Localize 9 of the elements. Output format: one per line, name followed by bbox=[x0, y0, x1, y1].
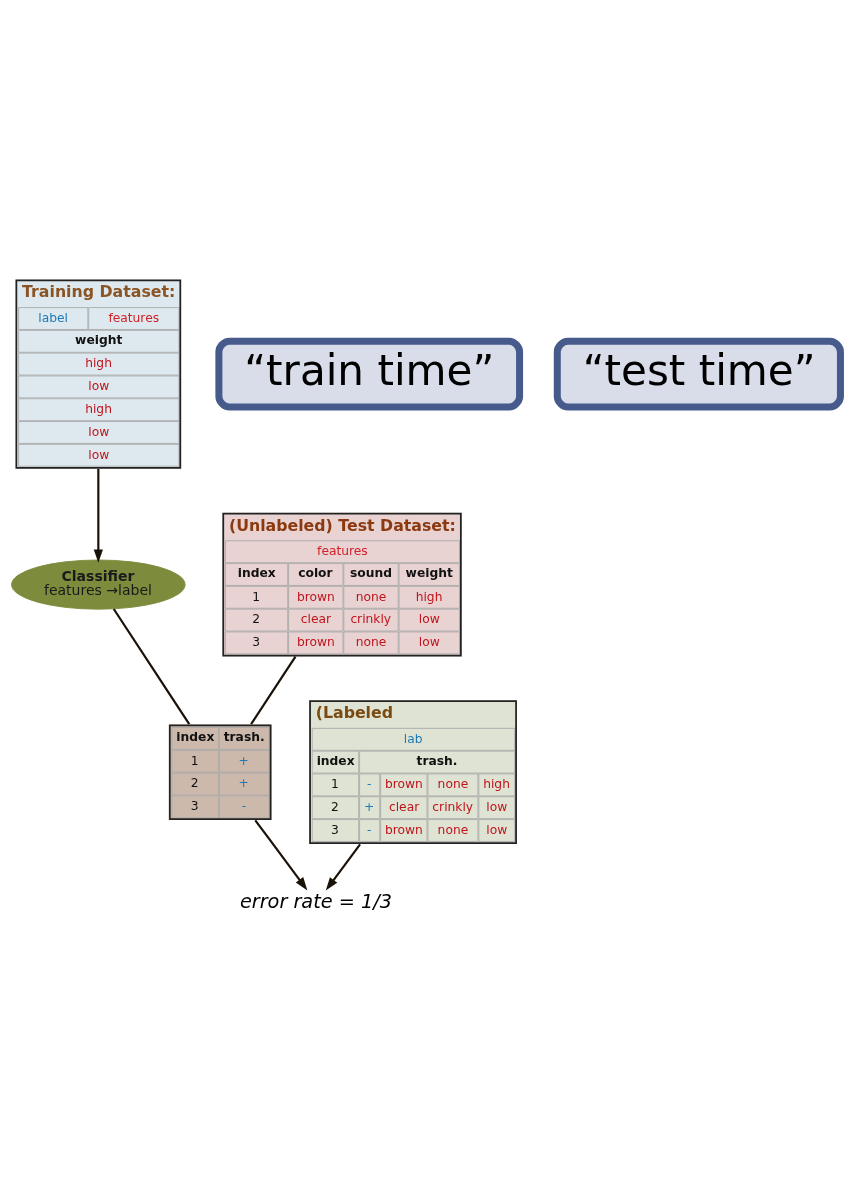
node-text: error rate = 1/3 bbox=[239, 889, 392, 913]
connector bbox=[250, 655, 297, 725]
arrow bbox=[254, 819, 308, 891]
node-box: “test time” bbox=[553, 337, 844, 411]
node-box: “train time” bbox=[215, 337, 524, 411]
connector bbox=[112, 608, 191, 725]
arrow bbox=[325, 843, 361, 891]
node-ellipse: Classifier features →label bbox=[11, 559, 186, 610]
arrow bbox=[93, 469, 103, 563]
